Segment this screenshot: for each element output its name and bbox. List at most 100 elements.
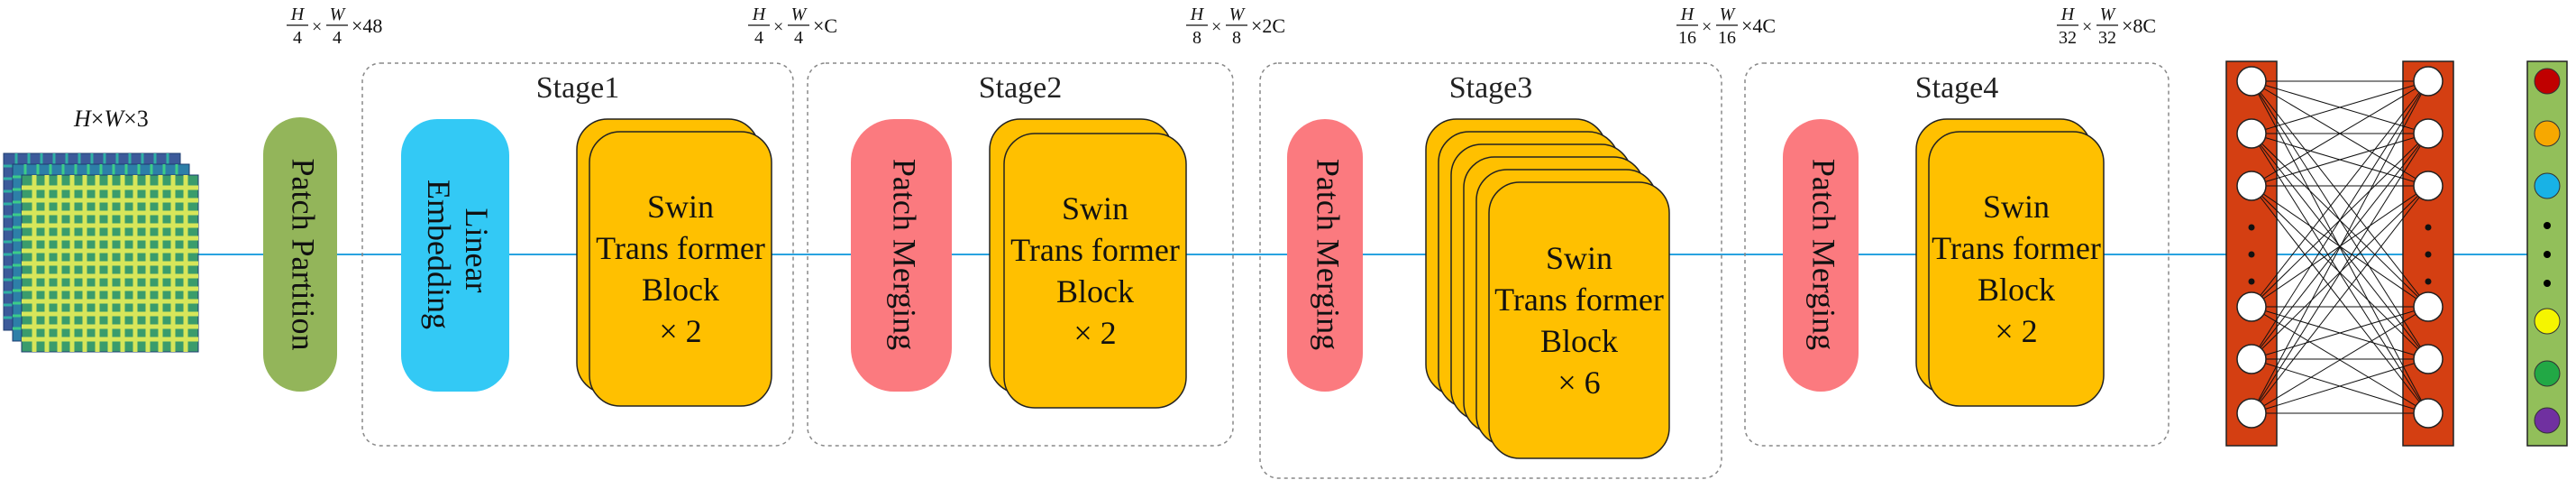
swin-block-text: × 2 xyxy=(1995,313,2037,349)
swin-block-text: × 2 xyxy=(659,313,701,349)
swin-block-layer xyxy=(589,131,772,407)
fc-connection xyxy=(2251,185,2429,360)
swin-block-text: Swin xyxy=(1546,240,1612,276)
stage3-title: Stage3 xyxy=(1449,71,1533,105)
dim-denominator: 8 xyxy=(1232,28,1241,48)
dim-suffix: ×48 xyxy=(352,14,382,37)
dimension-label: H16×W16×4C xyxy=(1676,5,1776,48)
dim-times: × xyxy=(1702,17,1712,37)
fc-neuron xyxy=(2413,398,2444,429)
fc-connection xyxy=(2251,80,2429,134)
linear-embedding-block xyxy=(401,119,509,392)
stage1-frame xyxy=(361,62,794,447)
fc-neuron xyxy=(2413,291,2444,322)
dim-numerator: W xyxy=(2100,5,2117,24)
swin-block-text: Swin xyxy=(647,189,714,225)
dim-numerator: W xyxy=(1720,5,1737,24)
fc-connection xyxy=(2251,306,2429,360)
swin-block-text: × 6 xyxy=(1557,365,1600,401)
swin-block-text: Trans former xyxy=(1010,232,1180,268)
swin-block-text: Trans former xyxy=(1494,282,1664,318)
output-class-circle xyxy=(2534,407,2561,434)
output-class-circle xyxy=(2534,360,2561,387)
swin-block-text: Block xyxy=(1056,273,1134,309)
dimension-label: H4×W4×C xyxy=(748,5,837,48)
fc-connection xyxy=(2251,133,2429,414)
fc-ellipsis-dot xyxy=(2248,251,2255,258)
swin-block-layer xyxy=(1928,131,2105,407)
swin-block-text: Swin xyxy=(1062,190,1128,226)
dim-numerator: H xyxy=(752,5,767,24)
fc-neuron xyxy=(2236,398,2267,429)
fc-connection xyxy=(2251,80,2429,187)
dim-suffix: ×2C xyxy=(1251,14,1285,37)
swin-block-text: Block xyxy=(1978,272,2055,308)
swin-block-text: × 2 xyxy=(1073,315,1116,351)
fc-neuron xyxy=(2236,291,2267,322)
dim-denominator: 32 xyxy=(2059,28,2077,48)
input-dims-label: H×W×3 xyxy=(73,106,149,132)
fc-neuron xyxy=(2236,171,2267,201)
patch-merging-block-stage3 xyxy=(1287,119,1363,392)
fc-neuron xyxy=(2236,344,2267,374)
dim-numerator: H xyxy=(1190,5,1205,24)
dimension-label: H32×W32×8C xyxy=(2057,5,2156,48)
swin-block-text: Block xyxy=(1540,323,1618,359)
stage3-frame xyxy=(1259,62,1722,479)
fc-connection xyxy=(2251,185,2429,414)
dim-denominator: 8 xyxy=(1192,28,1201,48)
dim-denominator: 4 xyxy=(794,28,803,48)
dim-times: × xyxy=(773,17,783,37)
fc-connection xyxy=(2251,133,2429,187)
output-class-circle xyxy=(2534,172,2561,199)
dimension-label: H 8 × W 8 ×2C xyxy=(1186,5,1285,48)
patch-merging-label-stage2: Patch Merging xyxy=(887,159,923,350)
dim-denominator: 16 xyxy=(1718,28,1736,48)
swin-block-text: Block xyxy=(642,272,719,308)
dim-numerator: W xyxy=(791,5,808,24)
stage2-frame xyxy=(807,62,1234,447)
patch-merging-block-stage2 xyxy=(851,119,952,392)
stage4-frame xyxy=(1744,62,2170,447)
fc-connection xyxy=(2251,80,2429,414)
input-image-stack xyxy=(3,152,199,353)
fc-ellipsis-dot xyxy=(2425,251,2432,258)
output-ellipsis-dot xyxy=(2544,251,2551,258)
dim-times: × xyxy=(312,17,322,37)
dim-times: × xyxy=(2082,17,2092,37)
linear-embedding-label: Linear Embedding xyxy=(421,180,495,329)
dimension-label: H4×W4×48 xyxy=(287,5,382,48)
output-classes xyxy=(2526,60,2568,447)
dim-suffix: ×C xyxy=(813,14,837,37)
stage2-title: Stage2 xyxy=(979,71,1063,105)
dim-times: × xyxy=(1211,17,1221,37)
fc-ellipsis-dot xyxy=(2248,224,2255,231)
dim-suffix: ×8C xyxy=(2122,14,2156,37)
fc-neuron xyxy=(2236,118,2267,149)
patch-partition-block xyxy=(263,117,337,392)
patch-merging-label-stage3: Patch Merging xyxy=(1311,159,1347,350)
dim-denominator: 4 xyxy=(293,28,302,48)
swin-block-text: Swin xyxy=(1983,189,2050,225)
stage4-title: Stage4 xyxy=(1915,71,1999,105)
dim-numerator: W xyxy=(1229,5,1247,24)
fc-connection xyxy=(2251,358,2429,414)
fc-neuron xyxy=(2413,344,2444,374)
dim-denominator: 16 xyxy=(1678,28,1696,48)
output-class-circle xyxy=(2534,68,2561,95)
fc-neuron xyxy=(2236,66,2267,97)
fc-neuron xyxy=(2413,171,2444,201)
fc-connection xyxy=(2251,306,2429,414)
fc-neuron xyxy=(2413,66,2444,97)
output-ellipsis-dot xyxy=(2544,280,2551,287)
output-ellipsis-dot xyxy=(2544,222,2551,229)
fc-neuron xyxy=(2413,118,2444,149)
fc-ellipsis-dot xyxy=(2248,278,2255,285)
dim-suffix: ×4C xyxy=(1741,14,1776,37)
swin-block-text: Trans former xyxy=(596,230,765,266)
output-class-circle xyxy=(2534,308,2561,335)
